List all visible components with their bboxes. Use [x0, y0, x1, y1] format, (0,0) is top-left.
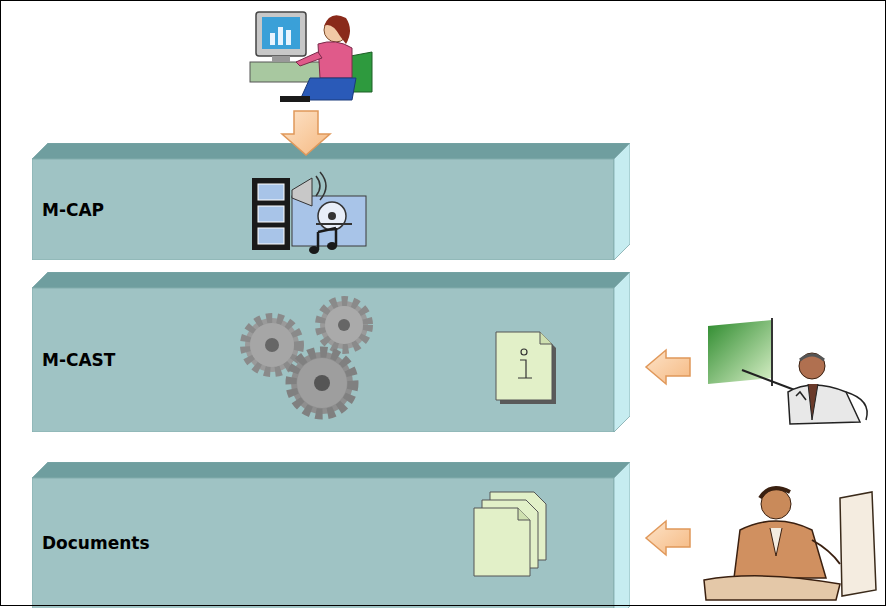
band-shape	[32, 272, 630, 432]
band-face	[614, 143, 630, 260]
band-face	[32, 143, 630, 159]
band-face	[32, 478, 614, 608]
layer-name: M-CAP	[42, 200, 104, 220]
layer-name: M-CAST	[42, 350, 115, 370]
band-face	[614, 272, 630, 432]
arrow-symbol	[646, 350, 690, 384]
band-shape	[32, 143, 630, 260]
layer-band: M-CAST	[32, 272, 630, 432]
presenter-clipart	[708, 318, 867, 424]
layer-band: M-CAP	[32, 143, 630, 260]
worker-clipart	[704, 488, 876, 600]
band-face	[32, 272, 630, 288]
layer-name: Documents	[42, 533, 150, 553]
arrow-symbol	[646, 521, 690, 555]
band-face	[614, 462, 630, 608]
band-face	[32, 159, 614, 260]
band-face	[32, 288, 614, 432]
band-face	[32, 462, 630, 478]
layer-band: Documents	[32, 462, 630, 608]
user-clipart	[250, 12, 372, 102]
